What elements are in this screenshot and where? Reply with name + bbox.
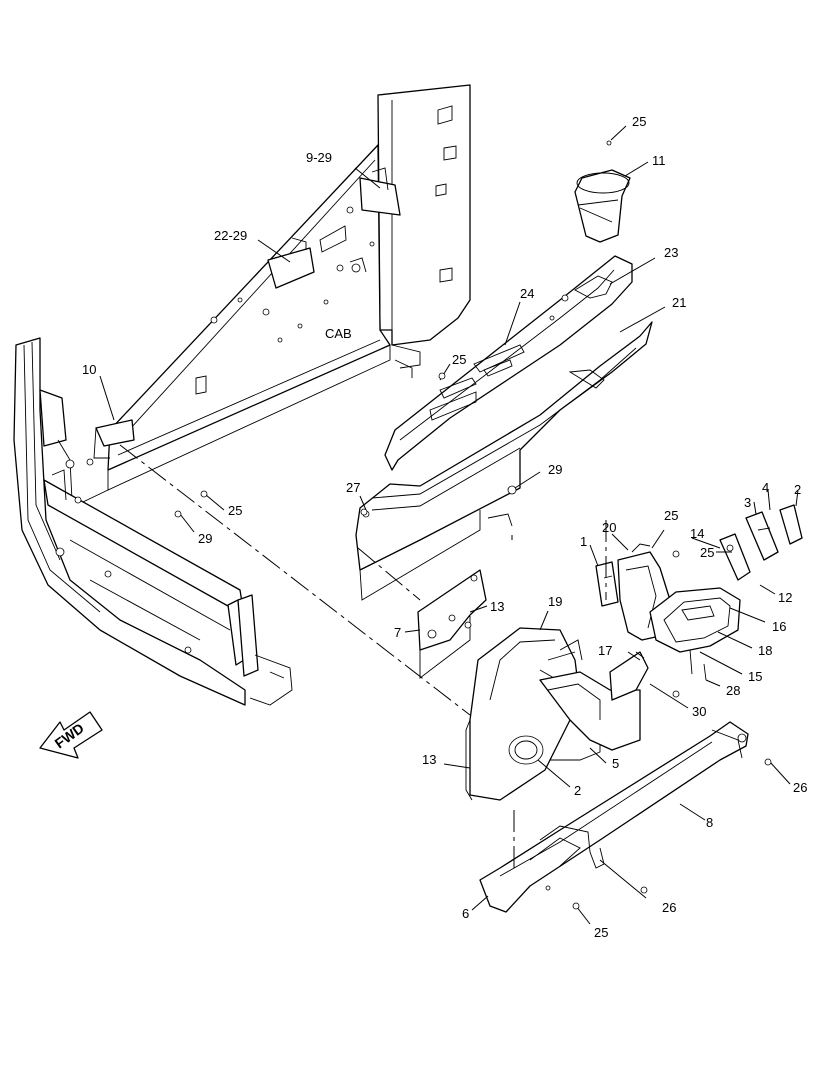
cab-label: CAB [325, 326, 352, 341]
lower-trim-panel [355, 321, 653, 601]
callout-2: 2 [794, 482, 801, 497]
callout-25: 25 [228, 503, 242, 518]
callout-29: 29 [198, 531, 212, 546]
leader-lines [99, 125, 799, 925]
callout-3: 3 [744, 495, 751, 510]
callout-26: 26 [662, 900, 676, 915]
forward-arrow: FWD [39, 711, 103, 759]
callout-26: 26 [793, 780, 807, 795]
pins-15-28 [689, 649, 707, 681]
alignment-lines [119, 444, 607, 870]
callout-24: 24 [520, 286, 534, 301]
callouts: 25 11 9-29 22-29 23 24 21 25 10 25 29 27… [82, 114, 807, 940]
callout-25: 25 [632, 114, 646, 129]
callout-11: 11 [652, 153, 666, 168]
callout-6: 6 [462, 906, 469, 921]
callout-5: 5 [612, 756, 619, 771]
fasteners [174, 372, 772, 910]
duct-8 [479, 721, 749, 913]
callout-17: 17 [598, 643, 612, 658]
bracket-17 [609, 651, 649, 701]
panel-7 [417, 569, 487, 679]
callout-22-29: 22-29 [214, 228, 247, 243]
bezel-16 [649, 587, 741, 653]
callout-15: 15 [748, 669, 762, 684]
callout-25: 25 [700, 545, 714, 560]
callout-25: 25 [594, 925, 608, 940]
callout-21: 21 [672, 295, 686, 310]
switch-group-12 [719, 504, 803, 581]
callout-18: 18 [758, 643, 772, 658]
callout-25: 25 [664, 508, 678, 523]
callout-16: 16 [772, 619, 786, 634]
callout-2: 2 [574, 783, 581, 798]
cup-holder-11 [574, 140, 631, 243]
cab-side-panel [61, 84, 471, 513]
callout-13: 13 [422, 752, 436, 767]
callout-30: 30 [692, 704, 706, 719]
callout-23: 23 [664, 245, 678, 260]
callout-29: 29 [548, 462, 562, 477]
callout-7: 7 [394, 625, 401, 640]
callout-10: 10 [82, 362, 96, 377]
callout-19: 19 [548, 594, 562, 609]
callout-20: 20 [602, 520, 616, 535]
callout-14: 14 [690, 526, 704, 541]
switch-1 [595, 561, 619, 607]
callout-13: 13 [490, 599, 504, 614]
callout-9-29: 9-29 [306, 150, 332, 165]
left-frame-rail [13, 337, 293, 706]
console-upper [384, 255, 633, 471]
callout-12: 12 [778, 590, 792, 605]
callout-25: 25 [452, 352, 466, 367]
callout-1: 1 [580, 534, 587, 549]
callout-28: 28 [726, 683, 740, 698]
callout-27: 27 [346, 480, 360, 495]
housing-19 [465, 627, 641, 801]
callout-4: 4 [762, 480, 769, 495]
callout-8: 8 [706, 815, 713, 830]
